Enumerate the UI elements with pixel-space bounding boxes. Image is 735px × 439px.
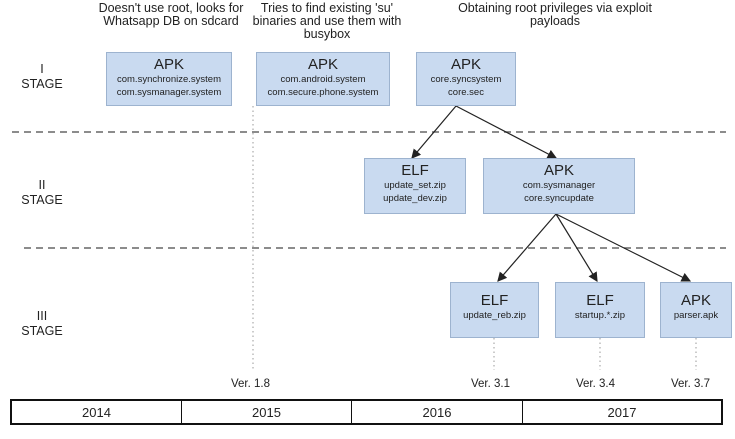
arrow-apk4-elf2 [497,213,557,282]
year-timeline: 2014 2015 2016 2017 [10,399,723,425]
stage-label-1: I STAGE [12,62,72,92]
box-title: ELF [480,292,509,309]
box-title: ELF [401,162,429,179]
box-elf-stage3-a: ELF update_reb.zip [450,282,539,338]
package-name: com.secure.phone.system [267,87,379,98]
version-label-2: Ver. 3.1 [471,378,511,390]
file-name: update_dev.zip [383,193,447,204]
arrow-apk4-elf3 [555,213,598,283]
box-elf-stage3-b: ELF startup.*.zip [555,282,645,338]
box-title: APK [680,292,711,309]
stage-label-2: II STAGE [12,178,72,208]
file-name: startup.*.zip [574,310,626,321]
package-name: com.sysmanager [522,180,596,191]
package-name: core.sec [448,87,484,98]
arrow-apk3-elf1 [411,105,457,159]
stage-number: III [36,309,48,323]
package-name: com.sysmanager.system [116,87,222,98]
stage-number: I [40,62,44,76]
box-title: APK [307,56,338,73]
box-apk-stage1-c: APK core.syncsystem core.sec [416,52,516,106]
stage-number: II [38,178,46,192]
version-label-3: Ver. 3.4 [576,378,616,390]
package-name: com.synchronize.system [116,74,221,85]
year-cell-2015: 2015 [182,401,352,423]
note-stage-1-col-2: Tries to find existing 'su' binaries and… [252,1,402,41]
box-apk-stage3: APK parser.apk [660,282,732,338]
stage-label-3: III STAGE [12,309,72,339]
box-apk-stage1-a: APK com.synchronize.system com.sysmanage… [106,52,232,106]
file-name: parser.apk [673,310,719,321]
package-name: com.android.system [280,74,366,85]
box-title: APK [153,56,184,73]
box-title: APK [450,56,481,73]
file-name: update_set.zip [384,180,446,191]
stage-word: STAGE [21,77,63,91]
package-name: core.syncupdate [524,193,594,204]
arrow-apk4-apk5 [555,213,692,282]
arrow-apk3-apk4 [455,105,558,159]
package-name: core.syncsystem [430,74,502,85]
version-label-1: Ver. 1.8 [231,378,271,390]
box-apk-stage1-b: APK com.android.system com.secure.phone.… [256,52,390,106]
note-stage-1-col-1: Doesn't use root, looks for Whatsapp DB … [98,1,244,28]
year-cell-2017: 2017 [607,404,637,420]
stage-word: STAGE [21,324,63,338]
box-title: ELF [586,292,614,309]
box-title: APK [543,162,574,179]
stage-word: STAGE [21,193,63,207]
file-name: update_reb.zip [463,310,526,321]
note-stage-1-col-3: Obtaining root privileges via exploit pa… [458,1,652,28]
year-cell-2014: 2014 [12,401,182,423]
version-label-4: Ver. 3.7 [671,378,711,390]
box-elf-stage2: ELF update_set.zip update_dev.zip [364,158,466,214]
year-cell-2016: 2016 [352,401,523,423]
box-apk-stage2: APK com.sysmanager core.syncupdate [483,158,635,214]
